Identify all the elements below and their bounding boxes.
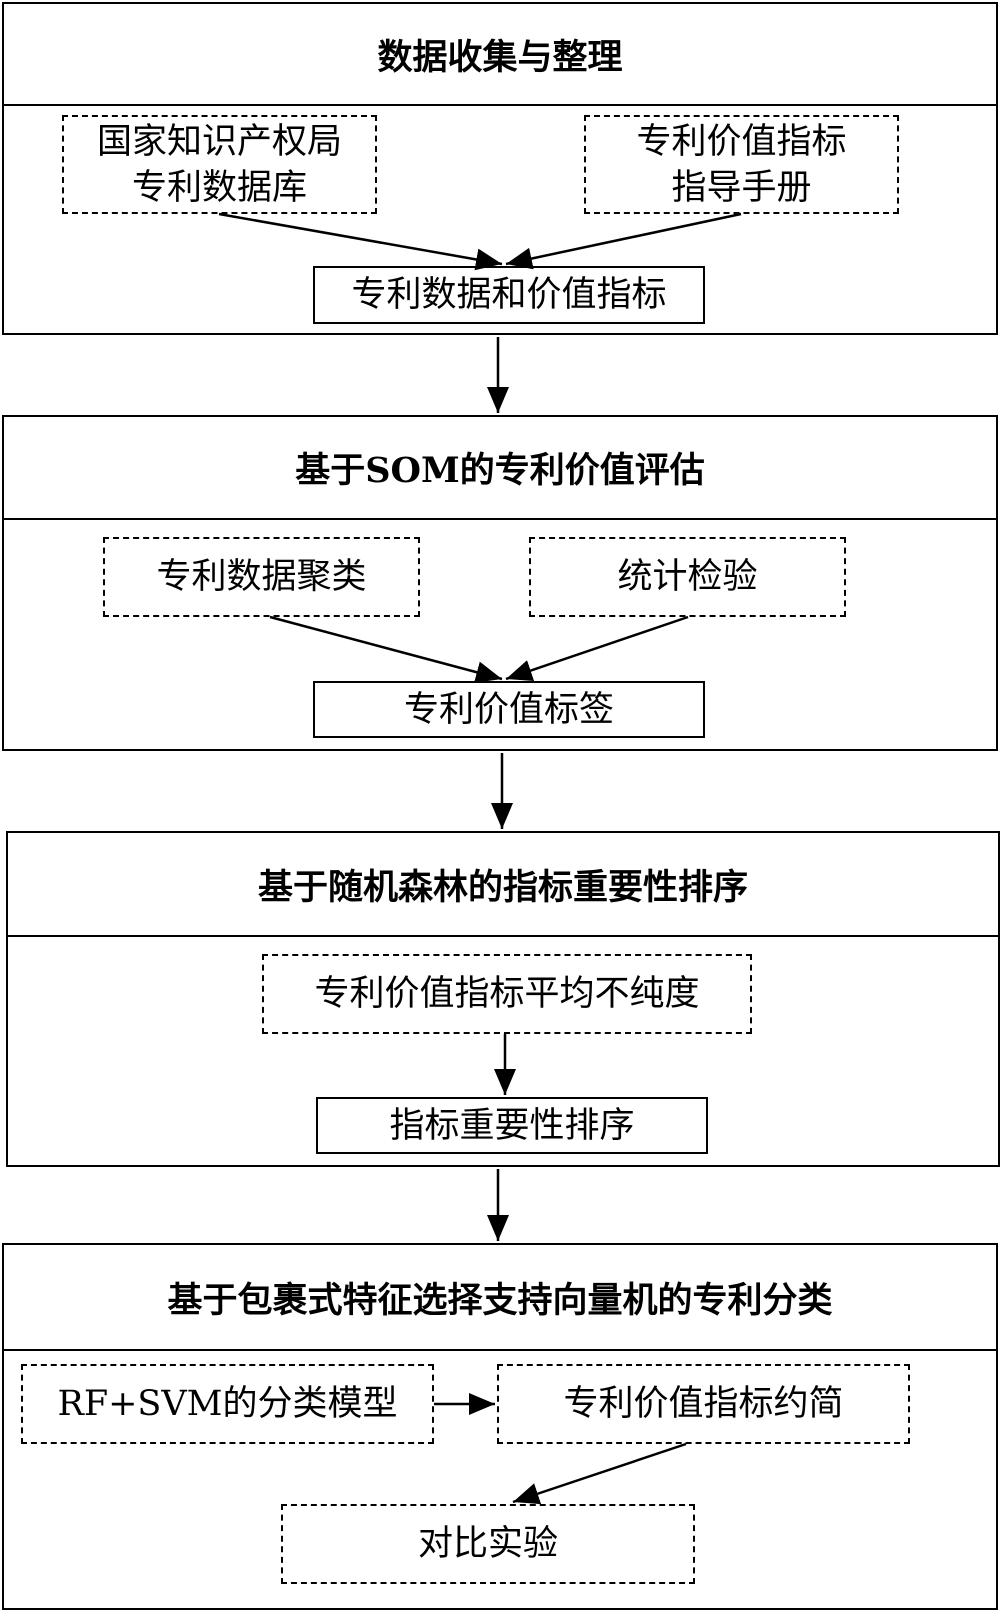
node-line: 国家知识产权局: [96, 121, 342, 162]
node-value-indicator-manual: 专利价值指标 指导手册: [584, 115, 899, 214]
node-line: 专利价值指标平均不纯度: [314, 974, 700, 1014]
node-patent-value-label: 专利价值标签: [313, 681, 705, 738]
section-title: 数据收集与整理: [4, 4, 996, 106]
node-line: RF+SVM的分类模型: [57, 1384, 398, 1424]
node-line: 专利价值指标: [636, 121, 847, 162]
node-indicator-ranking: 指标重要性排序: [316, 1097, 708, 1154]
node-rf-svm-model: RF+SVM的分类模型: [21, 1364, 434, 1444]
node-line: 对比实验: [417, 1524, 558, 1564]
section-title: 基于随机森林的指标重要性排序: [8, 833, 998, 937]
node-patent-clustering: 专利数据聚类: [103, 537, 420, 617]
node-cnipa-patent-database: 国家知识产权局 专利数据库: [62, 115, 377, 214]
node-line: 指导手册: [671, 167, 812, 208]
section-title: 基于SOM的专利价值评估: [4, 417, 996, 520]
node-mean-impurity: 专利价值指标平均不纯度: [262, 954, 752, 1034]
node-line: 专利数据聚类: [156, 557, 367, 597]
node-comparison-experiment: 对比实验: [281, 1504, 695, 1584]
node-line: 指标重要性排序: [389, 1105, 635, 1146]
section-title: 基于包裹式特征选择支持向量机的专利分类: [4, 1245, 996, 1351]
node-line: 专利数据和价值指标: [351, 275, 667, 315]
node-line: 专利数据库: [131, 167, 307, 208]
node-indicator-reduction: 专利价值指标约简: [497, 1364, 910, 1444]
node-line: 专利价值指标约简: [563, 1384, 844, 1424]
node-line: 统计检验: [617, 557, 758, 597]
node-patent-data-and-indicators: 专利数据和价值指标: [313, 266, 705, 324]
node-line: 专利价值标签: [403, 689, 614, 730]
node-statistical-test: 统计检验: [529, 537, 846, 617]
